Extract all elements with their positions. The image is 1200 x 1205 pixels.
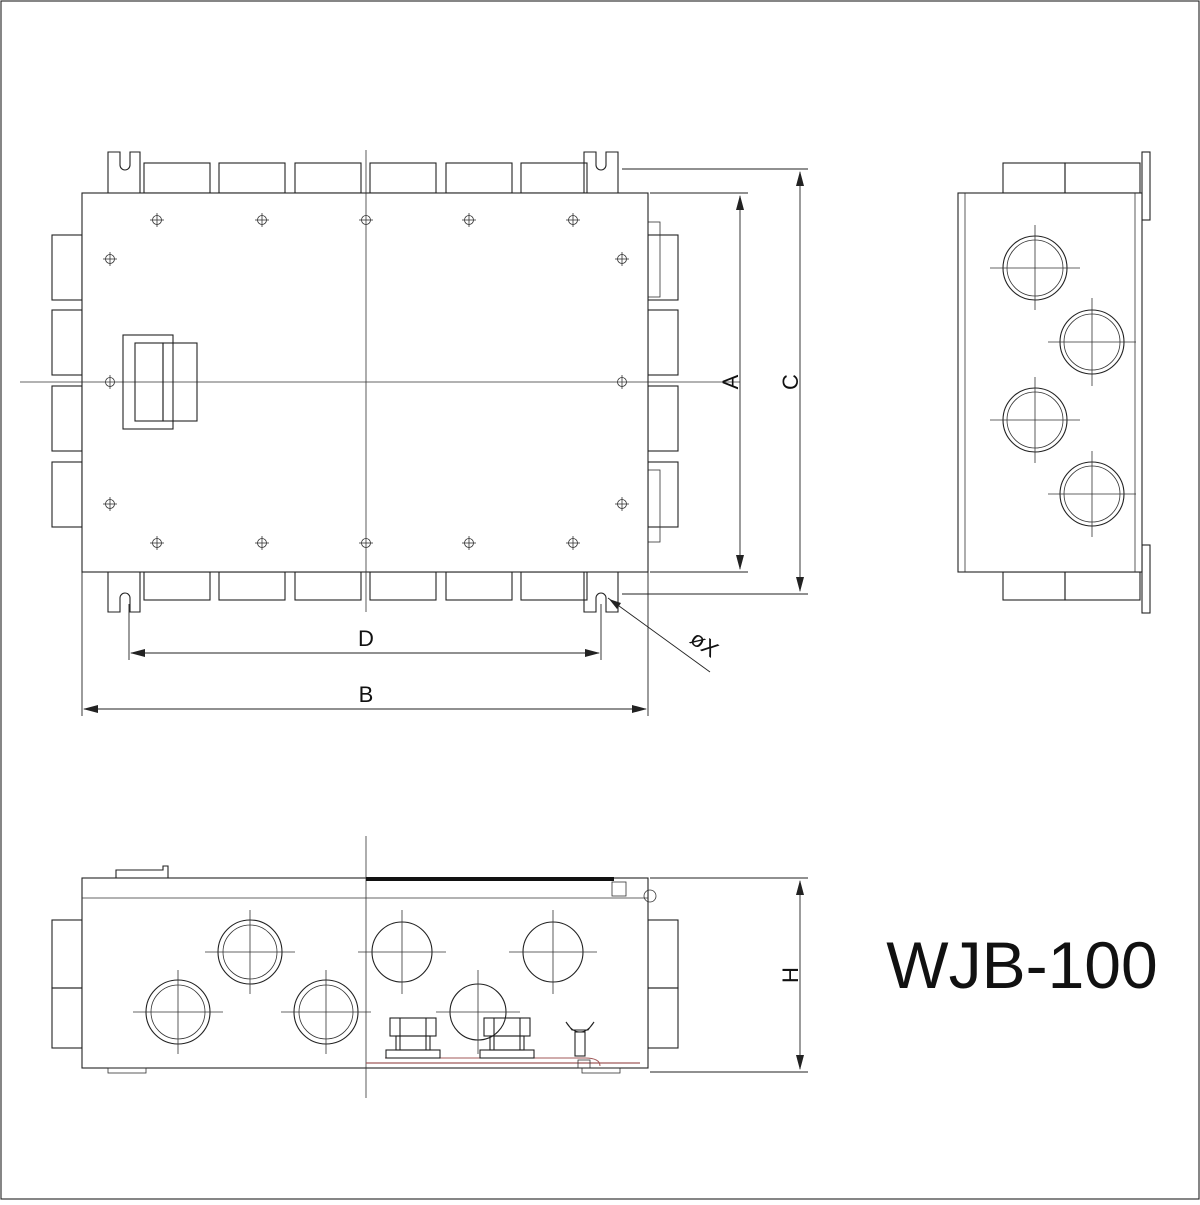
- left-flanges: [51, 234, 83, 528]
- cover-screws: [103, 213, 629, 550]
- enclosure-body-top: [81, 192, 649, 573]
- dimension-label-d: D: [358, 626, 374, 651]
- front-view: H: [51, 836, 808, 1098]
- latch-handle: [122, 334, 198, 430]
- top-view: A C D B: [20, 150, 808, 716]
- model-title: WJB-100: [886, 928, 1157, 1002]
- side-view: [957, 151, 1151, 614]
- dimension-label-c: C: [778, 374, 803, 390]
- mounting-tabs: [107, 151, 619, 613]
- bottom-flanges: [143, 571, 588, 601]
- dimension-label-h: H: [778, 967, 803, 983]
- dimension-b: B: [81, 572, 649, 716]
- side-cable-glands: [990, 225, 1136, 537]
- dimension-a: A: [650, 192, 748, 573]
- dimension-c: C: [622, 168, 808, 595]
- front-cable-glands: [133, 910, 597, 1054]
- dimension-h: H: [650, 877, 808, 1073]
- top-flanges: [143, 162, 588, 194]
- dimension-d: D: [128, 604, 602, 660]
- dimension-label-a: A: [718, 374, 743, 389]
- wing-nut-icon: [565, 1021, 595, 1057]
- dimension-label-x: øX: [686, 626, 724, 663]
- terminal-blocks: [385, 1017, 595, 1069]
- dimension-x: øX: [607, 597, 724, 673]
- dimension-label-b: B: [359, 682, 374, 707]
